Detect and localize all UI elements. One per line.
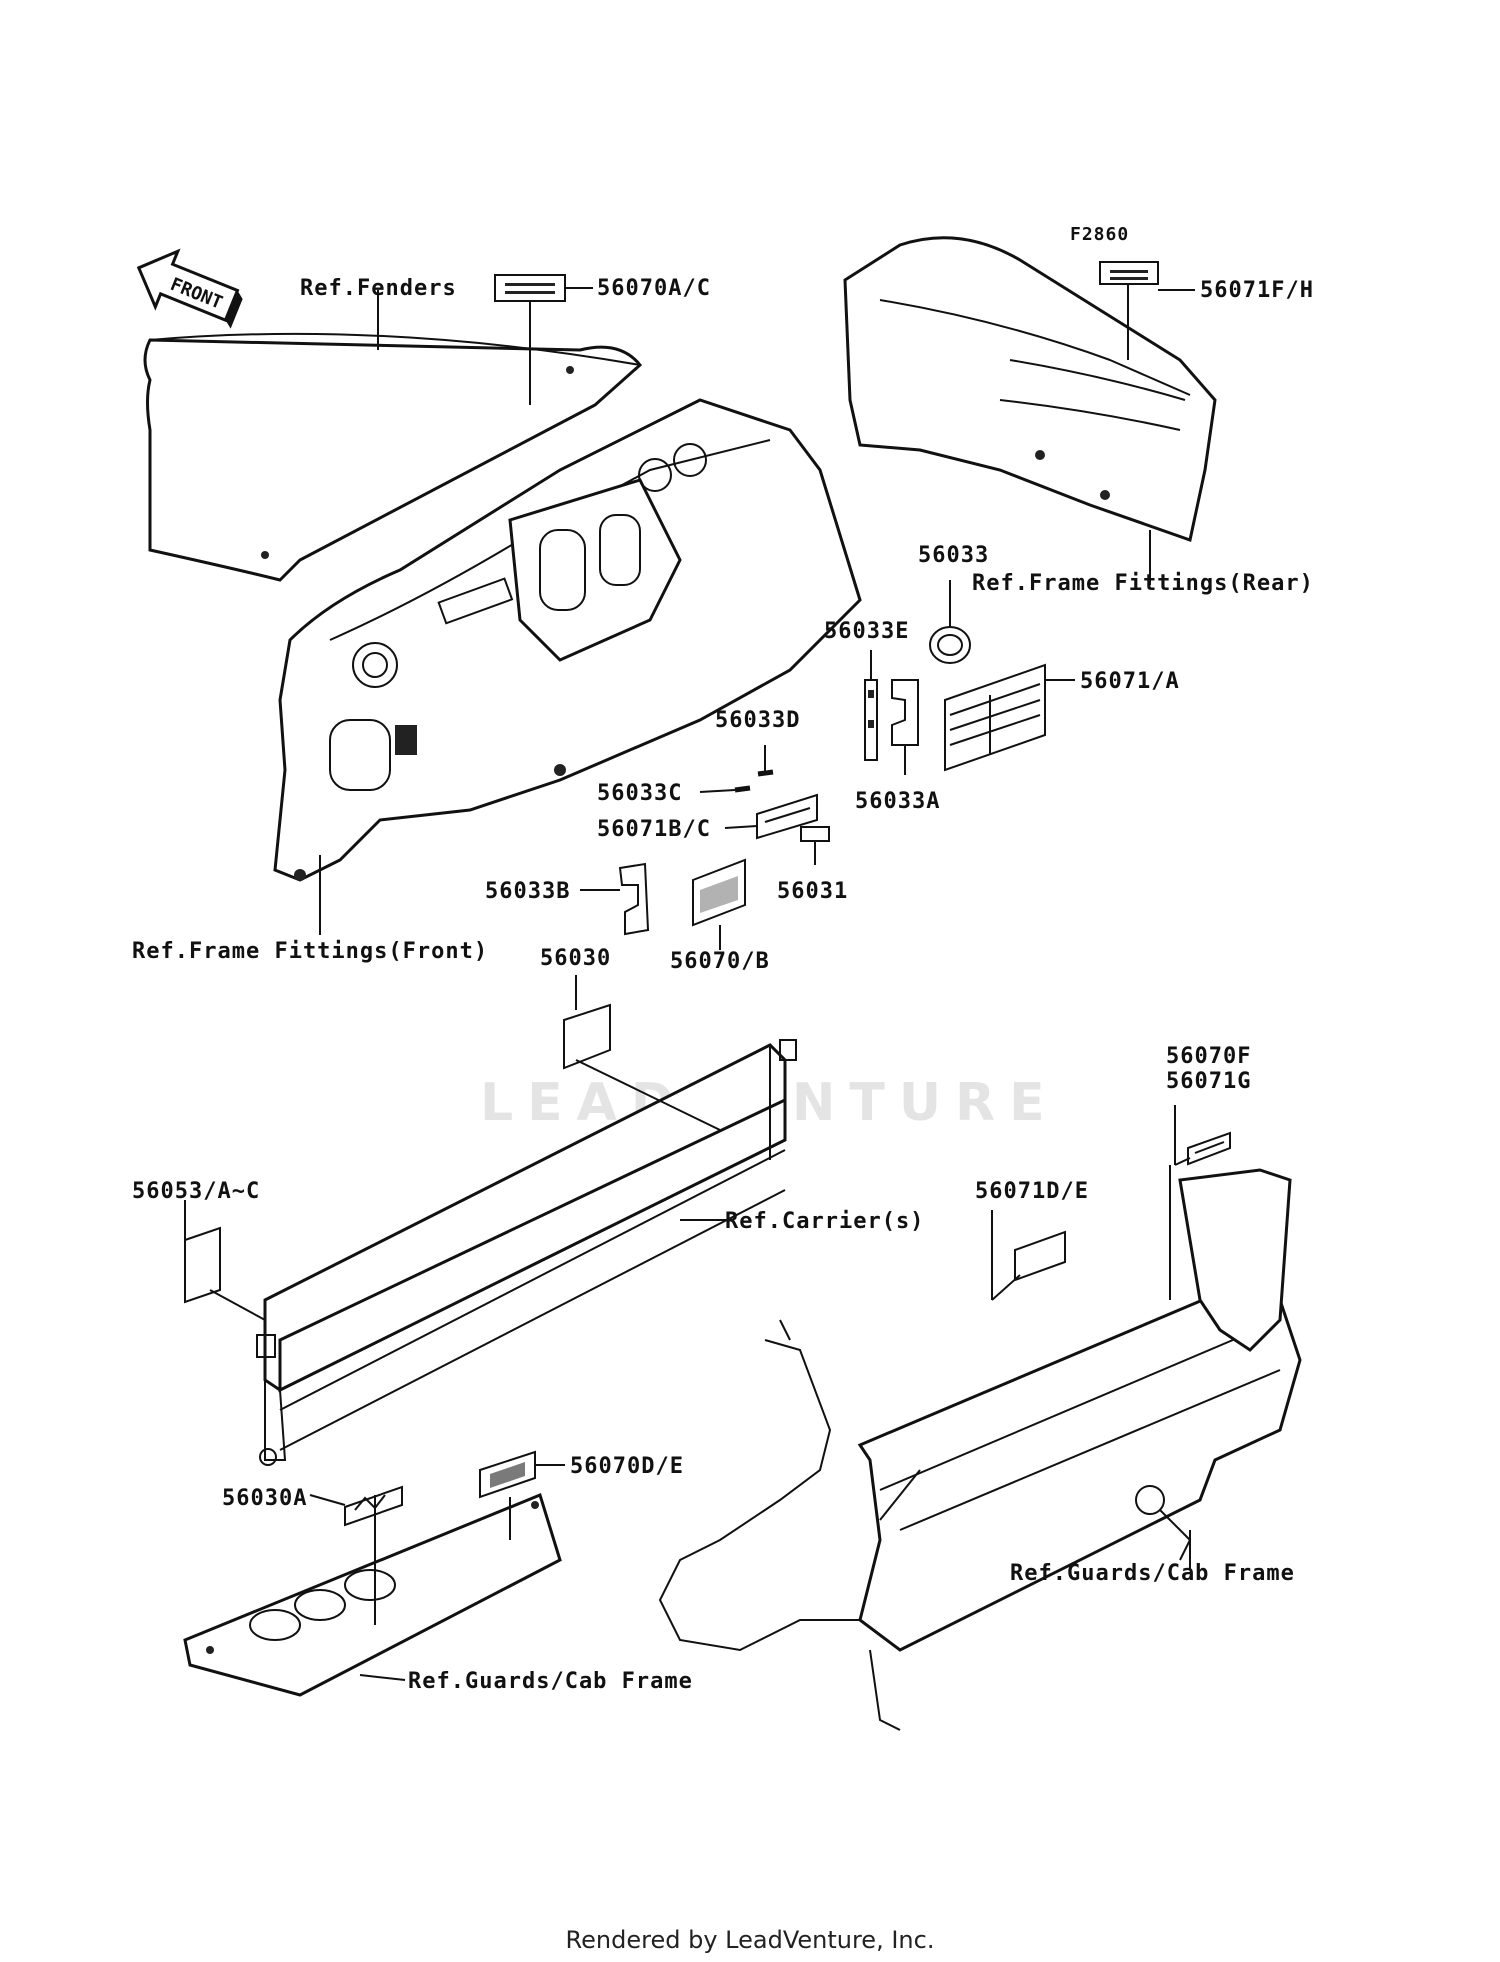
label-56070b: 56070/B: [670, 949, 770, 974]
label-56070de: 56070D/E: [570, 1454, 684, 1479]
label-ref-fenders: Ref.Fenders: [300, 276, 457, 301]
label-56031: 56031: [777, 879, 848, 904]
guard-plate-part: [183, 1492, 562, 1697]
decal-56033e: [864, 679, 878, 761]
carrier-part: [256, 1039, 797, 1466]
label-56033: 56033: [918, 543, 989, 568]
label-ref-frame-front: Ref.Frame Fittings(Front): [132, 939, 488, 964]
decal-56070b: [692, 858, 746, 927]
figure-id: F2860: [1070, 224, 1129, 245]
decal-56070ac: [494, 274, 566, 302]
label-ref-guards-right: Ref.Guards/Cab Frame: [1010, 1561, 1295, 1586]
decal-56070f-56071g: [1187, 1131, 1231, 1166]
label-56053: 56053/A~C: [132, 1179, 260, 1204]
label-56030a: 56030A: [222, 1486, 307, 1511]
decal-56071a: [944, 663, 1046, 772]
label-ref-carrier: Ref.Carrier(s): [725, 1209, 924, 1234]
decal-56033: [929, 626, 971, 664]
leader-lines: [184, 284, 1195, 1681]
decal-56030a: [344, 1485, 403, 1527]
label-56071fh: 56071F/H: [1200, 278, 1314, 303]
label-56070f: 56070F: [1166, 1044, 1251, 1069]
decal-56071de: [1014, 1230, 1066, 1282]
front-arrow-icon: FRONT: [136, 248, 243, 329]
cab-frame-guard-part: [658, 1168, 1302, 1731]
fender-part: [143, 332, 643, 582]
footer-credit: Rendered by LeadVenture, Inc.: [565, 1926, 935, 1954]
decal-56030: [563, 1003, 611, 1070]
decal-56031: [800, 826, 830, 842]
decal-56033d: [757, 769, 774, 777]
decal-56071bc: [756, 793, 818, 840]
decal-56033b: [618, 862, 650, 936]
decal-56071fh: [1099, 261, 1159, 285]
label-56071de: 56071D/E: [975, 1179, 1089, 1204]
label-56071g: 56071G: [1166, 1069, 1251, 1094]
label-56071a: 56071/A: [1080, 669, 1180, 694]
frame-fittings-rear-part: [843, 236, 1217, 542]
decal-56033a: [891, 679, 919, 746]
label-56033b: 56033B: [485, 879, 570, 904]
frame-fittings-front-part: [273, 398, 862, 882]
label-ref-guards-left: Ref.Guards/Cab Frame: [408, 1669, 693, 1694]
label-56033e: 56033E: [824, 619, 909, 644]
decal-56033c: [734, 785, 751, 793]
decal-56070de: [479, 1450, 536, 1499]
label-56033c: 56033C: [597, 781, 682, 806]
label-ref-frame-rear: Ref.Frame Fittings(Rear): [972, 571, 1314, 596]
label-56033a: 56033A: [855, 789, 940, 814]
label-56071bc: 56071B/C: [597, 817, 711, 842]
label-56030: 56030: [540, 946, 611, 971]
label-56070ac: 56070A/C: [597, 276, 711, 301]
label-56033d: 56033D: [715, 708, 800, 733]
decal-56053: [184, 1226, 221, 1304]
